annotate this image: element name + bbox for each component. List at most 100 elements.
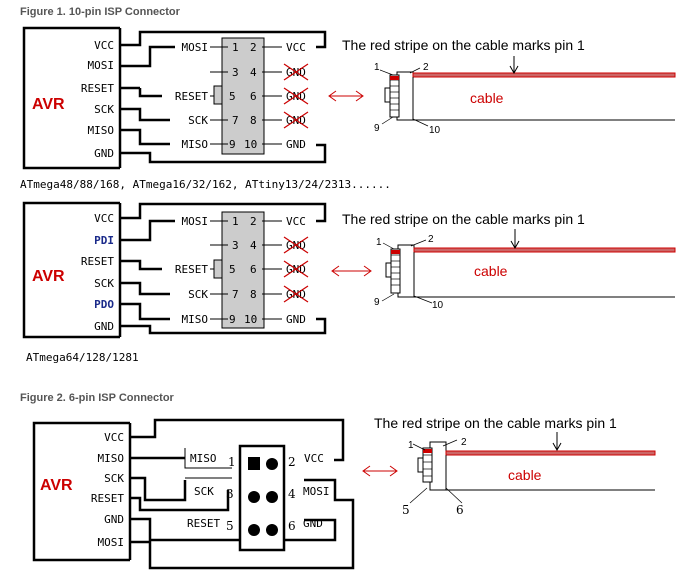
cable-pin-9-a: 9	[374, 123, 380, 134]
pin-b-6: 6	[250, 263, 257, 276]
connector-6pin-pin4	[266, 491, 278, 503]
avr6-pin-sck: SCK	[104, 472, 124, 485]
pin6-6: 6	[288, 519, 296, 533]
cable-drawing-a	[379, 56, 676, 127]
stripe-note-b: The red stripe on the cable marks pin 1	[342, 211, 585, 227]
connector-body-b	[221, 211, 265, 329]
cable-pin-6-c: 6	[456, 503, 464, 517]
avr-pin-sck: SCK	[94, 103, 114, 116]
unused-mark-a-6	[283, 87, 309, 105]
pin-a-10: 10	[244, 138, 257, 151]
cable-label-a: cable	[470, 90, 504, 106]
cable-pin-10-b: 10	[432, 300, 444, 311]
sig-a-sck: SCK	[188, 114, 208, 127]
pin6-4: 4	[288, 487, 296, 501]
sig6-vcc: VCC	[304, 452, 324, 465]
sig-a-miso: MISO	[182, 138, 209, 151]
cable-drawing-c	[409, 432, 656, 504]
pin6-1: 1	[228, 455, 236, 469]
figure1-title: Figure 1. 10-pin ISP Connector	[20, 6, 181, 18]
sig6-sck: SCK	[194, 485, 214, 498]
wire6-reset	[130, 490, 230, 512]
pin-a-6: 6	[250, 90, 257, 103]
wire-vcc-b	[120, 202, 327, 223]
avr-box-b	[22, 201, 120, 339]
pin-b-3: 3	[232, 239, 239, 252]
connector-key-b	[213, 259, 223, 279]
avr-pin-reset: RESET	[81, 82, 114, 95]
device-list-a: ATmega48/88/168, ATmega16/32/162, ATtiny…	[20, 178, 391, 191]
pin6-3: 3	[226, 487, 234, 501]
cable-pin-1-b: 1	[376, 237, 382, 248]
cable-pin-5-c: 5	[402, 503, 410, 517]
stripe-note-a: The red stripe on the cable marks pin 1	[342, 37, 585, 53]
avr-pin-pdo-b: PDO	[94, 298, 114, 311]
avr-pin-reset-b: RESET	[81, 255, 114, 268]
wire6-vcc	[130, 418, 345, 462]
unused-mark-b-4	[283, 236, 309, 254]
avr-pin-gnd: GND	[94, 147, 114, 160]
avr6-pin-miso: MISO	[98, 452, 125, 465]
pin-a-7: 7	[232, 114, 239, 127]
sig-a-gnd10: GND	[286, 138, 306, 151]
wire-mosi-a	[120, 45, 175, 68]
avr-label-c: AVR	[40, 477, 73, 494]
cable-label-b: cable	[474, 263, 508, 279]
pin-b-2: 2	[250, 215, 257, 228]
avr6-pin-vcc: VCC	[104, 431, 124, 444]
wire-pdi-b	[120, 219, 175, 242]
wire-reset-a2	[138, 88, 162, 98]
avr-box-c	[32, 421, 130, 562]
wire6-mosi	[130, 478, 355, 570]
pin-b-4: 4	[250, 239, 257, 252]
connector-6pin-pin6	[266, 524, 278, 536]
connector-6pin-pin3	[248, 491, 260, 503]
wire-sck-b	[120, 281, 170, 296]
pin-b-5: 5	[229, 263, 236, 276]
connector-body-a	[221, 37, 265, 155]
connector-key-a	[213, 85, 223, 105]
avr-label-b: AVR	[32, 268, 65, 285]
device-list-b: ATmega64/128/1281	[26, 351, 139, 364]
diagram-b: AVR VCC PDI RESET SCK PDO GND 1 3 5 7 9 …	[22, 201, 676, 364]
unused-mark-a-4	[283, 63, 309, 81]
cable-pin-2-a: 2	[423, 62, 429, 73]
cable-pin-1-c: 1	[408, 440, 414, 451]
cable-pin-1-a: 1	[374, 62, 380, 73]
wire-miso-a	[120, 128, 170, 146]
sig6-mosi: MOSI	[303, 485, 330, 498]
pin-a-8: 8	[250, 114, 257, 127]
connector-6pin-pin2	[266, 458, 278, 470]
avr6-pin-gnd: GND	[104, 513, 124, 526]
avr-pin-miso: MISO	[88, 124, 115, 137]
sig6-reset: RESET	[187, 517, 220, 530]
pin-b-8: 8	[250, 288, 257, 301]
wire6-sck	[130, 476, 187, 502]
sig-b-sck: SCK	[188, 288, 208, 301]
figure2-title: Figure 2. 6-pin ISP Connector	[20, 392, 175, 404]
cable-label-c: cable	[508, 467, 542, 483]
wire-gnd-b	[120, 317, 327, 335]
wire-sck-a	[120, 107, 170, 122]
sig-a-vcc: VCC	[286, 41, 306, 54]
diagram-a: AVR VCC MOSI RESET SCK MISO GND 1 3 5	[20, 26, 676, 191]
pin-b-9: 9	[229, 313, 236, 326]
avr-pin-vcc-b: VCC	[94, 212, 114, 225]
pin-a-5: 5	[229, 90, 236, 103]
connector-6pin-pin5	[248, 524, 260, 536]
sig-b-miso: MISO	[182, 313, 209, 326]
avr-pin-vcc: VCC	[94, 39, 114, 52]
stripe-note-c: The red stripe on the cable marks pin 1	[374, 415, 617, 431]
pin6-5: 5	[226, 519, 234, 533]
double-arrow-c-icon	[362, 465, 398, 477]
cable-drawing-b	[381, 229, 676, 304]
double-arrow-b-icon	[331, 265, 372, 277]
pin-a-4: 4	[250, 66, 257, 79]
unused-mark-a-8	[283, 111, 309, 129]
pin-a-3: 3	[232, 66, 239, 79]
pin-a-1: 1	[232, 41, 239, 54]
sig6-gnd: GND	[303, 517, 323, 530]
sig-a-mosi: MOSI	[182, 41, 209, 54]
sig-b-mosi: MOSI	[182, 215, 209, 228]
